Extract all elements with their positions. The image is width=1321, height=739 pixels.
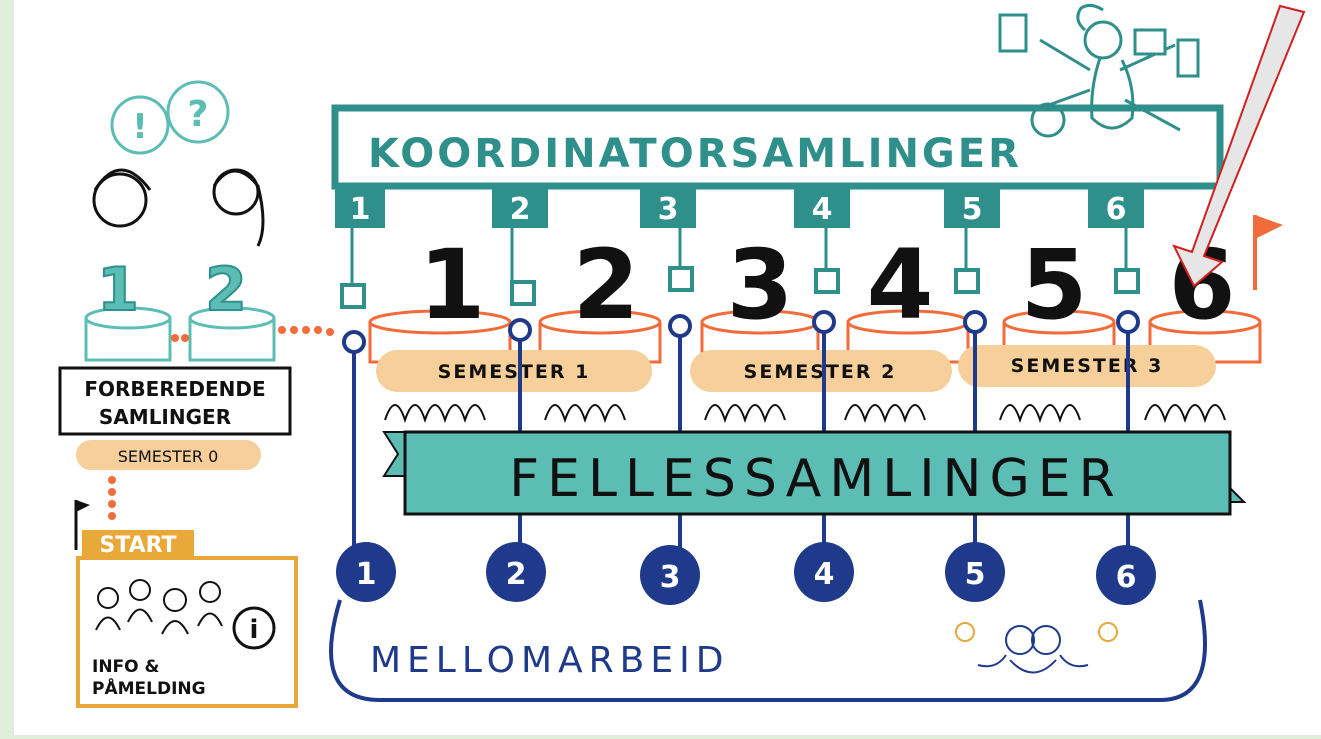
prep-number-1: 1 [97,255,139,325]
info-icon-glyph: i [250,615,259,645]
semester-pill-3: SEMESTER 3 [958,345,1216,387]
mellom-number-2: 2 [506,557,527,592]
mellom-badge-6: 6 [1096,545,1156,605]
gathering-number-2: 2 [573,229,640,341]
prep-semester-pill: SEMESTER 0 [76,440,261,470]
bubble-question-text: ? [188,94,209,135]
semester-1-text: SEMESTER 1 [438,361,591,383]
mellom-number-6: 6 [1116,560,1137,595]
semester-pill-1: SEMESTER 1 [376,350,652,392]
prep-banner-line1: FORBEREDENDE [84,377,265,401]
gathering-number-4: 4 [867,229,934,341]
koordinator-title: KOORDINATORSAMLINGER [368,131,1022,177]
prep-banner-line2: SAMLINGER [99,405,231,429]
koordinator-box-3: 3 [640,186,696,228]
info-line2: PÅMELDING [92,676,206,699]
koordinator-number-1: 1 [350,192,371,227]
prep-number-2: 2 [205,255,247,325]
koordinator-number-5: 5 [962,192,983,227]
prep-semester-text: SEMESTER 0 [118,447,219,466]
mellom-badge-2: 2 [486,542,546,602]
info-line1: INFO & [92,657,160,677]
start-label: START [99,533,176,558]
mellom-badge-5: 5 [945,542,1005,602]
mellom-number-1: 1 [356,557,377,592]
semester-3-text: SEMESTER 3 [1011,355,1164,377]
mellom-badge-1: 1 [336,542,396,602]
koordinator-box-4: 4 [794,186,850,228]
prep-banner: FORBEREDENDE SAMLINGER [60,368,290,434]
gathering-number-3: 3 [727,229,794,341]
mellom-label: MELLOMARBEID [370,640,729,681]
semester-pill-2: SEMESTER 2 [690,350,952,392]
felles-banner-text: FELLESSAMLINGER [509,449,1122,509]
mellom-number-4: 4 [814,557,835,592]
gathering-number-1: 1 [419,229,486,341]
mellom-number-5: 5 [965,557,986,592]
felles-banner: FELLESSAMLINGER [384,432,1244,514]
koordinator-number-4: 4 [812,192,833,227]
info-icon: i [234,608,274,648]
bubble-exclaim-text: ! [132,107,148,147]
mellom-badge-4: 4 [794,542,854,602]
semester-2-text: SEMESTER 2 [744,361,897,383]
gathering-number-5: 5 [1021,229,1088,341]
koordinator-number-2: 2 [510,192,531,227]
koordinator-number-3: 3 [658,192,679,227]
koordinator-box-6: 6 [1088,186,1144,228]
koordinator-box-5: 5 [944,186,1000,228]
koordinator-box-2: 2 [492,186,548,228]
mellom-number-3: 3 [660,560,681,595]
koordinator-number-6: 6 [1106,192,1127,227]
koordinator-box-1: 1 [335,186,385,228]
mellom-badge-3: 3 [640,545,700,605]
